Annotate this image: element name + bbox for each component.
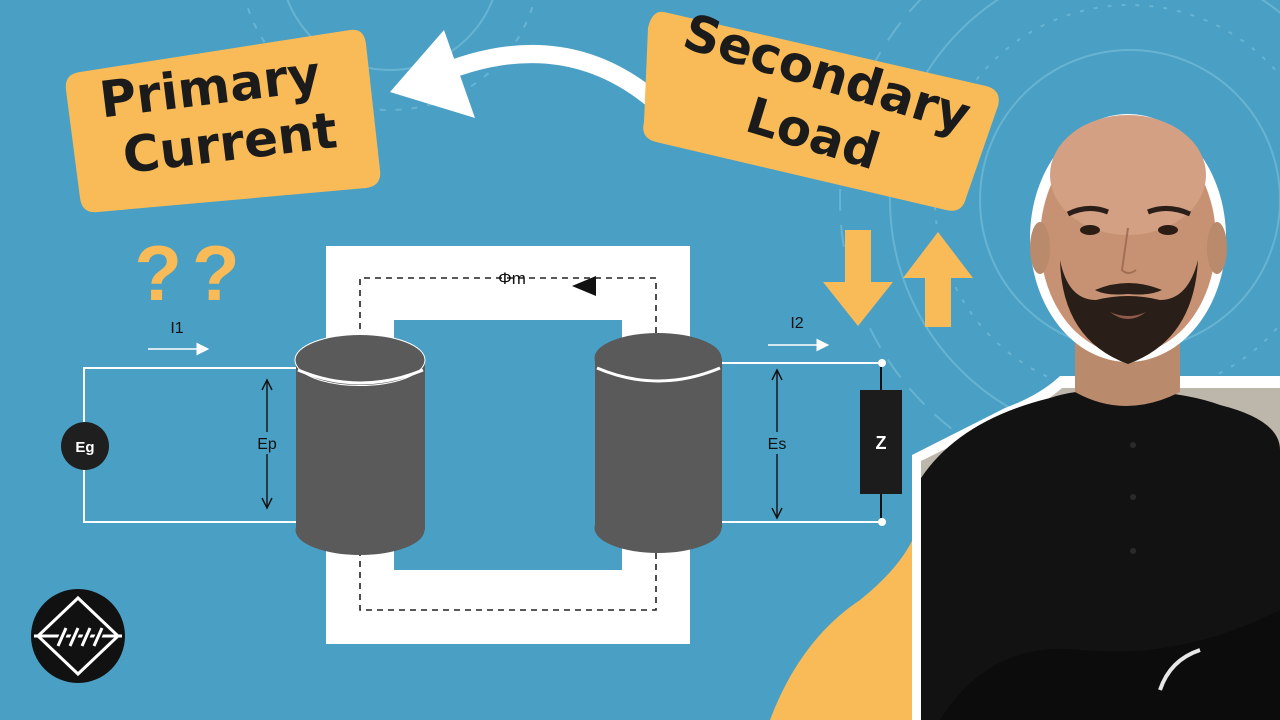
- secondary-load-callout: Secondary Load: [643, 3, 999, 211]
- transformer-core: Φm: [326, 246, 690, 644]
- up-arrow-icon: [903, 232, 973, 327]
- source-symbol: [61, 422, 109, 470]
- secondary-current-label: I2: [790, 315, 803, 332]
- secondary-coil: [594, 333, 722, 553]
- down-arrow-icon: [823, 230, 893, 326]
- primary-circuit: [83, 367, 300, 523]
- load-impedance: [860, 390, 902, 494]
- source-label: Eg: [75, 439, 94, 456]
- primary-current-callout: Primary Current: [65, 29, 381, 213]
- load-label: Z: [876, 433, 887, 453]
- flux-direction-arrow-icon: [572, 276, 596, 296]
- presenter-photo: [912, 114, 1280, 720]
- primary-coil: [294, 334, 426, 555]
- secondary-circuit: [722, 362, 882, 523]
- primary-emf-label: Ep: [257, 436, 277, 453]
- flux-label: Φm: [498, 269, 526, 288]
- curved-arrow-icon: [390, 30, 665, 118]
- channel-logo-icon: [31, 589, 125, 683]
- secondary-emf-label: Es: [768, 436, 787, 453]
- primary-current-label: I1: [170, 320, 183, 337]
- question-marks: ??: [134, 229, 249, 317]
